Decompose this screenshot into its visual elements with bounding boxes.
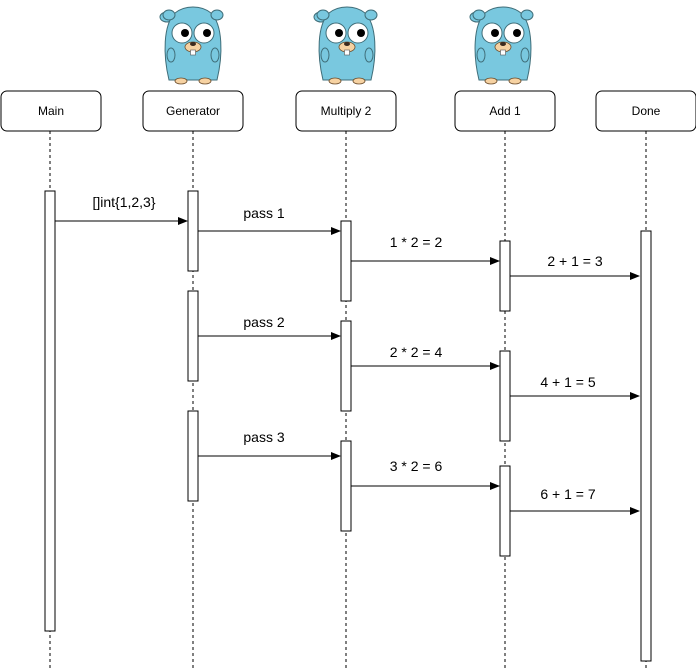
message-label: 3 * 2 = 6	[390, 458, 443, 474]
message-label: pass 1	[243, 205, 284, 221]
message-label: 6 + 1 = 7	[540, 486, 595, 502]
participant-label: Done	[632, 104, 661, 118]
message-label: 2 * 2 = 4	[390, 344, 443, 360]
activation-add-3	[499, 465, 511, 557]
gopher-icon	[159, 6, 224, 85]
message-label: 4 + 1 = 5	[540, 374, 595, 390]
activation-multiply-2	[340, 320, 352, 412]
message-label: pass 3	[243, 429, 284, 445]
message: 1 * 2 = 2	[351, 234, 500, 265]
message: pass 3	[198, 429, 341, 460]
activation-main	[44, 190, 56, 632]
activation-done	[640, 230, 652, 662]
message: 2 * 2 = 4	[351, 344, 500, 370]
message: 6 + 1 = 7	[510, 486, 640, 515]
message-label: []int{1,2,3}	[92, 194, 155, 210]
activation-generator-3	[187, 410, 199, 502]
message: 3 * 2 = 6	[351, 458, 500, 490]
message-label: 1 * 2 = 2	[390, 234, 443, 250]
message-label: 2 + 1 = 3	[547, 253, 602, 269]
participant-main: Main	[0, 90, 102, 132]
message: 4 + 1 = 5	[510, 374, 640, 400]
message: pass 1	[198, 205, 341, 235]
activation-generator-2	[187, 290, 199, 382]
gopher-icon	[469, 6, 534, 85]
participant-done: Done	[595, 90, 696, 132]
participant-label: Add 1	[489, 104, 521, 118]
activation-add-1	[499, 240, 511, 312]
activation-add-2	[499, 350, 511, 442]
participant-label: Main	[38, 104, 64, 118]
activation-generator-1	[187, 190, 199, 272]
message: pass 2	[198, 314, 341, 340]
participant-label: Generator	[166, 104, 220, 118]
participant-generator: Generator	[142, 90, 244, 132]
activation-multiply-3	[340, 440, 352, 532]
activation-multiply-1	[340, 220, 352, 302]
participant-add: Add 1	[454, 90, 556, 132]
gopher-icon	[313, 6, 378, 85]
participant-label: Multiply 2	[321, 104, 372, 118]
message-label: pass 2	[243, 314, 284, 330]
participant-multiply: Multiply 2	[295, 90, 397, 132]
message: []int{1,2,3}	[55, 194, 188, 225]
message: 2 + 1 = 3	[510, 253, 640, 280]
